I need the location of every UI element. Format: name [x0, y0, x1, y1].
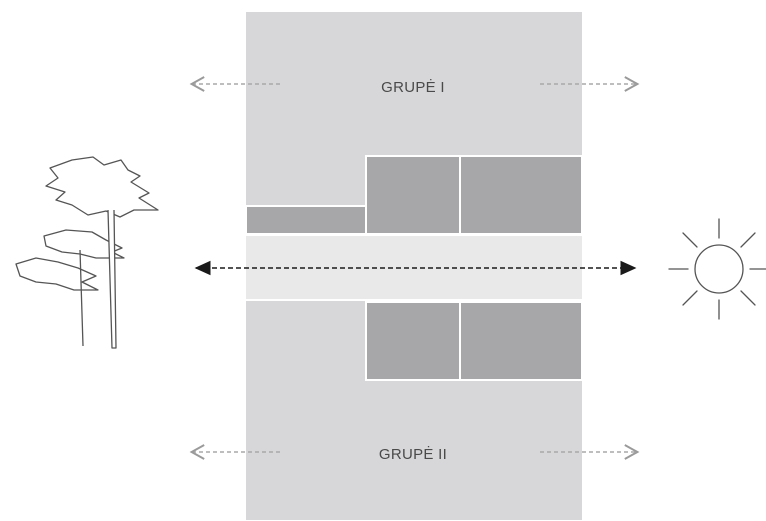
sun-icon: [668, 218, 766, 320]
buildings-top: [245, 155, 583, 235]
trees-icon: [15, 156, 159, 349]
buildings-bottom: [365, 301, 583, 381]
building-bottom-middle: [365, 301, 461, 381]
building-bottom-right: [459, 301, 583, 381]
group-bottom-label: GRUPĖ II: [379, 445, 447, 463]
building-top-left-low: [245, 205, 367, 235]
building-top-middle: [365, 155, 461, 235]
building-top-right: [459, 155, 583, 235]
group-top-label: GRUPĖ I: [381, 78, 445, 96]
